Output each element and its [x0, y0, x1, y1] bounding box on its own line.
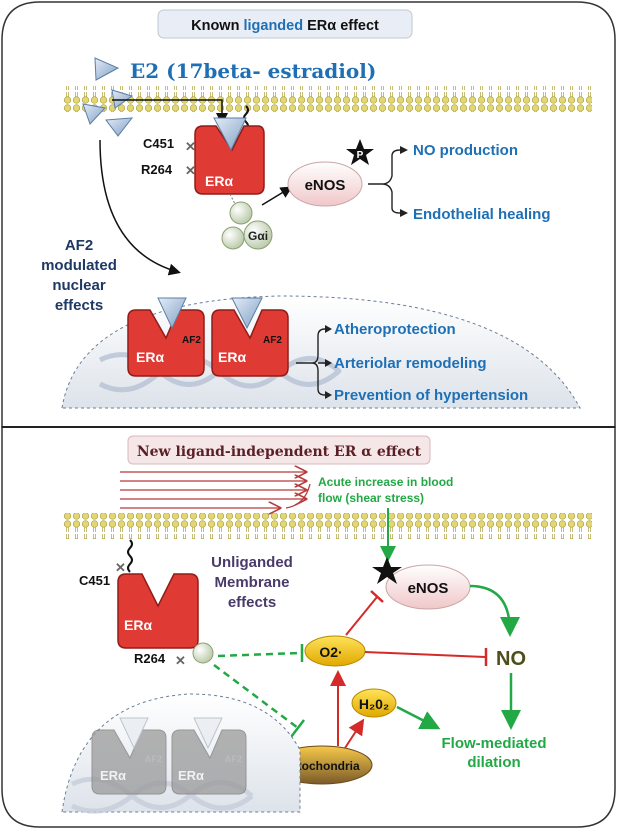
no-production-label: NO production: [413, 142, 518, 159]
svg-text:AF2: AF2: [65, 237, 93, 254]
o2-node: [304, 635, 366, 667]
bottom-nuclear-receptor-2-af2: AF2: [225, 754, 242, 764]
svg-text:nuclear: nuclear: [52, 277, 106, 294]
nuclear-receptor-2-label: ERα: [218, 349, 246, 365]
h2o2-label: H₂0₂: [359, 696, 389, 712]
bottom-title: New ligand-independent ER α effect: [137, 444, 422, 460]
svg-text:Membrane: Membrane: [214, 574, 289, 591]
nuclear-receptor-2-af2: AF2: [263, 335, 282, 346]
arteriolar-label: Arteriolar remodeling: [334, 355, 487, 372]
hypertension-arrowhead: [325, 391, 332, 399]
top-title: Known liganded ERα effect: [191, 18, 379, 34]
svg-text:modulated: modulated: [41, 257, 117, 274]
svg-text:effects: effects: [228, 594, 276, 611]
bottom-nuclear-receptor-1-label: ERα: [100, 768, 126, 783]
bottom-membrane: [62, 513, 592, 539]
bottom-nuclear-receptor-1-af2: AF2: [145, 754, 162, 764]
receptor-inhibits-o2: [217, 651, 301, 658]
dilation-label-1: Flow-mediated: [441, 735, 546, 752]
e2-ligand-icon: [82, 57, 134, 137]
mito-to-h2o2-arrow: [344, 718, 365, 749]
top-c451-label: C451: [143, 136, 174, 151]
enos-outputs-brace: [368, 149, 401, 214]
phospho-label: P: [357, 150, 364, 161]
top-receptor-icon: [194, 125, 265, 195]
h2o2-node: [351, 688, 397, 718]
bottom-receptor-label: ERα: [124, 617, 152, 633]
shear-stress-lines-icon: [120, 472, 311, 508]
nuclear-receptor-1-icon: [127, 297, 205, 377]
nuclear-receptor-1-af2: AF2: [182, 335, 201, 346]
flow-label-1: Acute increase in blood: [318, 475, 453, 489]
bottom-title-box: [127, 435, 431, 465]
gai-to-enos-arrow: [261, 186, 293, 206]
healing-arrowhead: [400, 209, 408, 217]
top-title-box: [157, 9, 413, 39]
svg-text:Unliganded: Unliganded: [211, 554, 293, 571]
top-membrane: [62, 86, 592, 112]
nuclear-receptor-2-icon: [211, 297, 289, 377]
hypertension-label: Prevention of hypertension: [334, 387, 528, 404]
no-production-arrowhead: [400, 146, 408, 154]
g-ball-3: [243, 220, 273, 250]
atheroprotection-label: Atheroprotection: [334, 321, 456, 338]
svg-text:effects: effects: [55, 297, 103, 314]
o2-inhibits-enos-bar: [370, 590, 384, 603]
unliganded-label: Unliganded Membrane effects: [211, 554, 293, 611]
bottom-enos-label: eNOS: [408, 580, 449, 597]
dilation-label-2: dilation: [467, 754, 520, 771]
o2-inhibits-no: [364, 651, 486, 658]
gai-label: Gαi: [248, 229, 268, 243]
h2o2-to-dilation-arrow: [396, 705, 441, 730]
bottom-enos-star-icon: [372, 557, 402, 584]
phosphorylation-star-icon: [346, 139, 374, 165]
nuclear-receptor-1-label: ERα: [136, 349, 164, 365]
e2-label: E2 (17beta- estradiol): [130, 59, 376, 83]
top-c451-mark-icon: ✕: [185, 139, 196, 154]
top-enos-label: eNOS: [305, 177, 346, 194]
enos-to-no-arrow: [469, 584, 520, 637]
bound-e2-icon: [213, 117, 247, 152]
receptor-inhibits-mito-bar: [290, 719, 305, 738]
flow-label-2: flow (shear stress): [318, 491, 424, 505]
e2-to-nucleus-arrow: [99, 139, 181, 276]
mitochondria-label: Mitochondria: [284, 759, 360, 773]
endothelial-healing-label: Endothelial healing: [413, 206, 551, 223]
bottom-c451-label: C451: [79, 573, 110, 588]
e2-to-receptor-arrow: [112, 99, 228, 125]
g-ball-2: [221, 226, 245, 250]
arteriolar-arrowhead: [325, 359, 332, 367]
top-r264-mark-icon: ✕: [185, 163, 196, 178]
af2-modulated-label: AF2 modulated nuclear effects: [41, 237, 117, 314]
receptor-inhibits-mito: [213, 664, 299, 729]
bottom-nuclear-receptor-2-label: ERα: [178, 768, 204, 783]
top-enos-node: [287, 161, 363, 207]
bottom-r264-mark-icon: ✕: [175, 653, 186, 668]
bottom-c451-mark-icon: ✕: [115, 560, 126, 575]
nuclear-outputs-brace: [296, 328, 326, 396]
top-r264-label: R264: [141, 162, 173, 177]
bottom-r264-label: R264: [134, 651, 166, 666]
bottom-receptor-icon: [117, 573, 199, 649]
bottom-g-ball: [192, 642, 214, 664]
g-ball-1: [229, 201, 253, 225]
top-receptor-label: ERα: [205, 173, 233, 189]
o2-label: O2·: [319, 644, 342, 660]
bottom-palmitoyl-chain-icon: [127, 539, 133, 573]
bottom-nuclear-receptors-icon: [91, 717, 247, 795]
o2-inhibits-enos: [345, 596, 378, 636]
athero-arrowhead: [325, 325, 332, 333]
no-label: NO: [496, 648, 526, 670]
